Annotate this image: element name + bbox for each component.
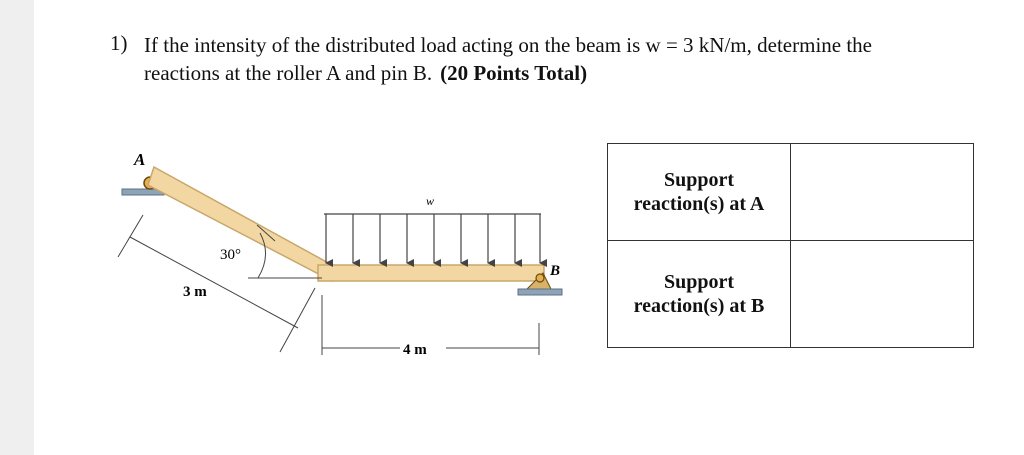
beam-horizontal	[317, 264, 545, 282]
question-number: 1)	[110, 31, 128, 55]
row-header-b-line1: Support	[663, 271, 735, 293]
label-dim-horizontal: 4 m	[403, 342, 427, 358]
row-header-b-line2: reaction(s) at B	[633, 295, 765, 317]
dimension-horizontal	[321, 295, 540, 355]
answer-cell-a[interactable]	[790, 143, 974, 241]
beam-diagram: A B w 30° 3 m 4 m	[117, 150, 563, 358]
question-text: If the intensity of the distributed load…	[144, 31, 974, 87]
table-row-a: Support reaction(s) at A	[607, 143, 974, 241]
beam-figure: A B w 30° 3 m 4 m	[110, 145, 580, 370]
question-line-1: If the intensity of the distributed load…	[144, 33, 873, 57]
label-dim-incline: 3 m	[183, 284, 207, 300]
label-w: w	[426, 194, 434, 208]
angle-tick	[256, 224, 276, 242]
answer-table: Support reaction(s) at A Support reactio…	[607, 143, 974, 348]
question-line-2: reactions at the roller A and pin B.	[144, 61, 433, 85]
label-angle: 30°	[220, 247, 241, 263]
question-points: (20 Points Total)	[440, 61, 588, 85]
left-gutter	[0, 0, 34, 455]
beam-inclined	[147, 165, 333, 283]
label-b: B	[549, 263, 560, 279]
table-row-b: Support reaction(s) at B	[607, 240, 974, 348]
row-header-a-line1: Support	[663, 169, 735, 191]
distributed-load	[324, 213, 547, 267]
row-header-a: Support reaction(s) at A	[607, 143, 791, 241]
row-header-a-line2: reaction(s) at A	[633, 193, 765, 215]
dimension-incline	[117, 214, 316, 353]
label-a: A	[133, 150, 145, 169]
angle-arc	[257, 232, 266, 279]
row-header-b: Support reaction(s) at B	[607, 240, 791, 348]
pin-support-b	[517, 272, 563, 296]
answer-cell-b[interactable]	[790, 240, 974, 348]
ground-plate-b	[517, 288, 563, 296]
